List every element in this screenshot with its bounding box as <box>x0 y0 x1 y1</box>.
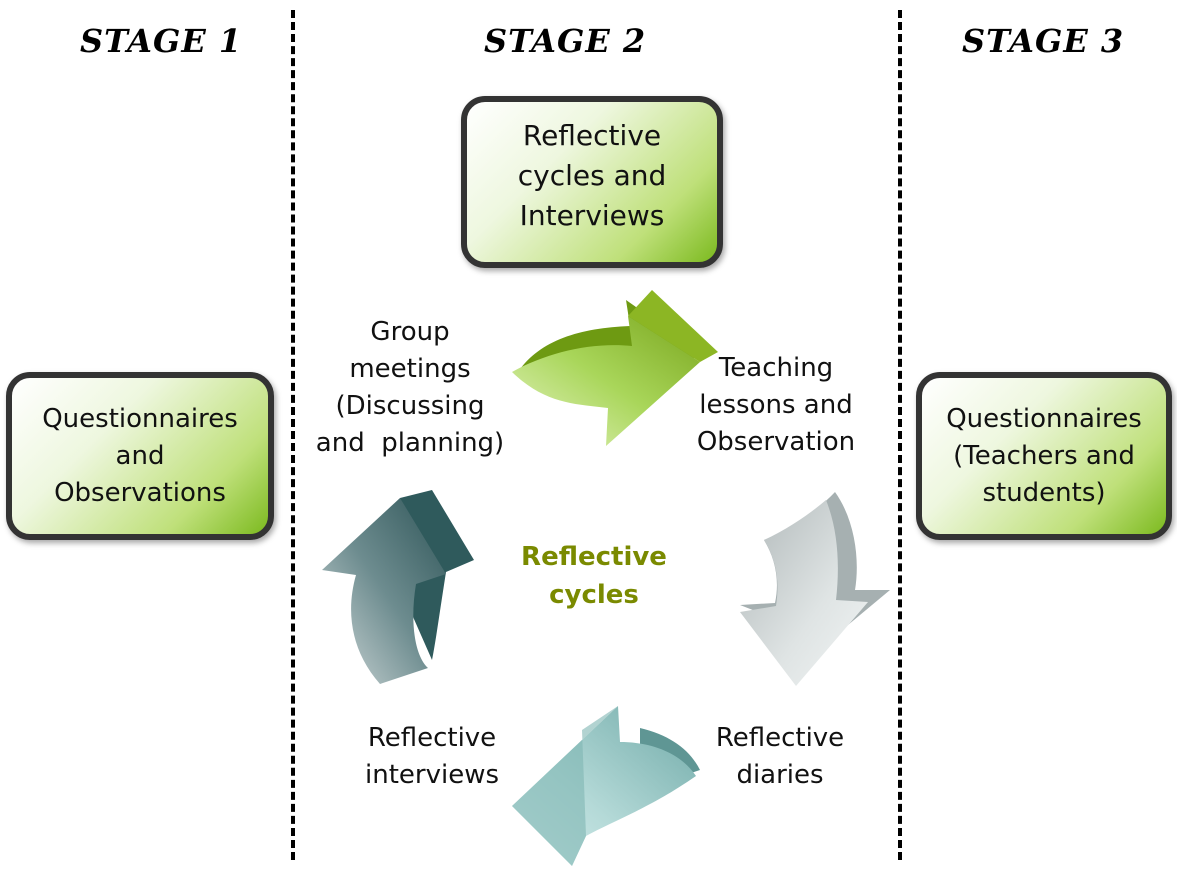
cycle-center-line: cycles <box>549 580 639 610</box>
stage-3-box-line: (Teachers and <box>953 440 1135 471</box>
cycle-step-reflective-diaries: Reflective diaries <box>700 720 860 794</box>
arrow-top-head <box>628 290 718 362</box>
stage-3-box-line: Questionnaires <box>946 403 1142 434</box>
cycle-step-line: and planning) <box>315 428 505 458</box>
cycle-step-line: Group <box>370 317 450 347</box>
cycle-step-line: interviews <box>365 760 499 790</box>
arrow-bottom-head <box>512 706 618 866</box>
arrow-top-face <box>512 316 700 446</box>
cycle-step-line: Reflective <box>367 723 497 753</box>
stage-1-box-line: Questionnaires <box>42 403 238 434</box>
cycle-step-reflective-interviews: Reflective interviews <box>352 720 512 794</box>
cycle-step-line: Observation <box>696 427 856 457</box>
stage-2-box-line: Interviews <box>519 199 665 232</box>
stage-1-box: Questionnaires and Observations <box>6 372 274 540</box>
cycle-step-line: diaries <box>736 760 824 790</box>
arrow-top <box>512 290 718 446</box>
stage-divider-right <box>898 10 902 860</box>
stage-2-box-line: Reflective <box>522 119 662 152</box>
cycle-step-line: Reflective <box>715 723 845 753</box>
stage-3-box: Questionnaires (Teachers and students) <box>916 372 1172 540</box>
arrow-bottom <box>512 706 700 866</box>
cycle-center-line: Reflective <box>521 542 667 572</box>
cycle-step-line: (Discussing <box>335 391 485 421</box>
arrow-right-face <box>740 500 868 686</box>
cycle-step-line: Teaching <box>718 353 834 383</box>
cycle-center-label: Reflective cycles <box>494 538 694 614</box>
stage-2-box-line: cycles and <box>517 159 667 192</box>
arrow-right <box>740 492 890 686</box>
cycle-step-teaching-lessons: Teaching lessons and Observation <box>686 350 866 461</box>
stage-2-title: STAGE 2 <box>484 22 647 60</box>
cycle-step-line: lessons and <box>699 390 853 420</box>
stage-1-title: STAGE 1 <box>80 22 243 60</box>
stage-2-box: Reflective cycles and Interviews <box>461 96 723 268</box>
stage-3-box-line: students) <box>982 477 1106 508</box>
arrow-left-face <box>322 498 446 684</box>
arrow-left <box>322 490 474 684</box>
stage-1-box-line: Observations <box>54 477 226 508</box>
cycle-step-line: meetings <box>349 354 471 384</box>
stage-3-title: STAGE 3 <box>962 22 1125 60</box>
stage-1-box-line: and <box>115 440 165 471</box>
cycle-step-group-meetings: Group meetings (Discussing and planning) <box>306 314 514 462</box>
stage-divider-left <box>291 10 295 860</box>
